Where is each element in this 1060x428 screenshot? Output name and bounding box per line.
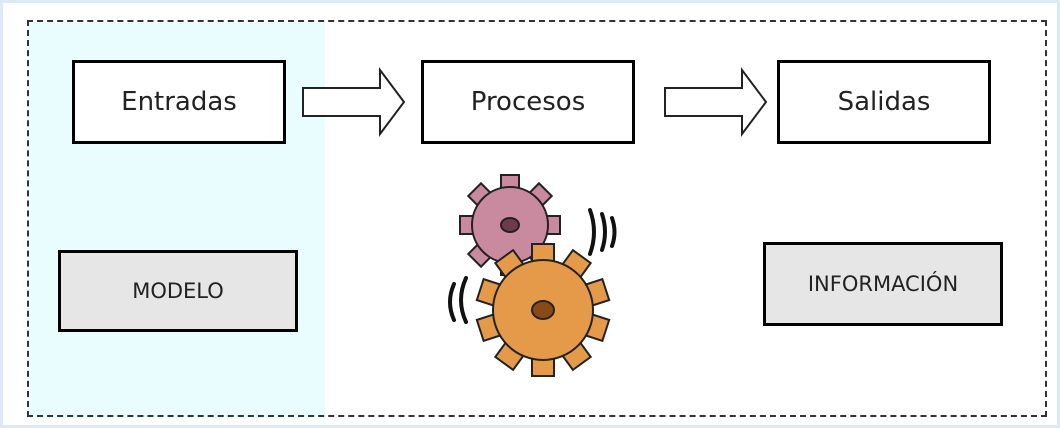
information-label: INFORMACIÓN bbox=[807, 272, 959, 296]
process-box: Procesos bbox=[421, 60, 635, 144]
arrow-right-icon bbox=[664, 67, 768, 137]
output-box: Salidas bbox=[777, 60, 991, 144]
process-label: Procesos bbox=[470, 87, 586, 117]
input-box: Entradas bbox=[72, 60, 286, 144]
output-label: Salidas bbox=[837, 87, 931, 117]
large-gear bbox=[475, 243, 611, 377]
motion-lines bbox=[448, 208, 617, 324]
information-box: INFORMACIÓN bbox=[763, 242, 1003, 326]
input-label: Entradas bbox=[121, 87, 237, 117]
gears-icon bbox=[448, 174, 617, 377]
arrow-right-icon bbox=[302, 67, 406, 137]
system-boundary bbox=[27, 20, 1047, 417]
model-box: MODELO bbox=[58, 250, 298, 332]
model-label: MODELO bbox=[132, 279, 224, 303]
